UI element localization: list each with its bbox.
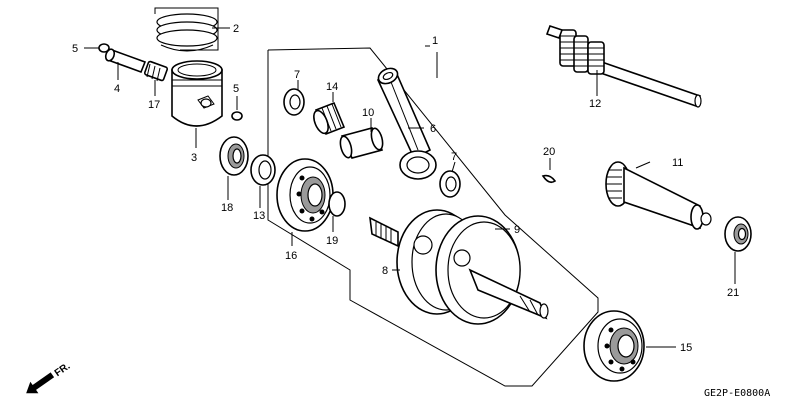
callout-17: 17 [148,99,160,111]
callout-5a: 5 [72,43,78,55]
callout-9: 9 [514,224,520,236]
o-ring [328,191,346,217]
woodruff-key [541,174,557,183]
ball-bearing-small [724,216,752,252]
piston [171,60,223,127]
assembly-outline [267,47,599,387]
callout-15: 15 [680,342,692,354]
callout-13: 13 [253,210,265,222]
needle-bearing-small [143,60,169,82]
crank-pin [339,127,384,159]
collar [250,154,276,186]
needle-bearing [313,101,346,136]
pin-clip [98,43,110,53]
callout-18: 18 [221,202,233,214]
callout-20: 20 [543,146,555,158]
connecting-rod [376,67,437,180]
callout-16: 16 [285,250,297,262]
gear-shaft [545,24,702,108]
leader-lines [84,27,736,348]
callout-7b: 7 [451,151,457,163]
callout-2: 2 [233,23,239,35]
crankshaft-right [435,215,549,325]
callout-4: 4 [114,83,120,95]
ball-bearing-left [276,158,334,232]
callout-6: 6 [430,123,436,135]
callout-7a: 7 [294,69,300,81]
piston-rings [156,13,218,52]
pin-clip-2 [231,111,243,121]
callout-3: 3 [191,152,197,164]
piston-pin [104,48,147,74]
front-arrow-icon [26,372,55,394]
oil-seal [219,136,249,176]
callout-14: 14 [326,81,338,93]
callout-1: 1 [432,35,438,47]
ball-bearing-right [583,310,645,382]
diagram-code: GE2P-E0800A [704,388,770,399]
callout-12: 12 [589,98,601,110]
callout-11: 11 [672,157,683,169]
callout-19: 19 [326,235,338,247]
callout-10: 10 [362,107,374,119]
callout-21: 21 [727,287,739,299]
callout-8: 8 [382,265,388,277]
callout-5b: 5 [233,83,239,95]
output-shaft [605,161,712,230]
front-direction-label: FR. [53,361,73,379]
